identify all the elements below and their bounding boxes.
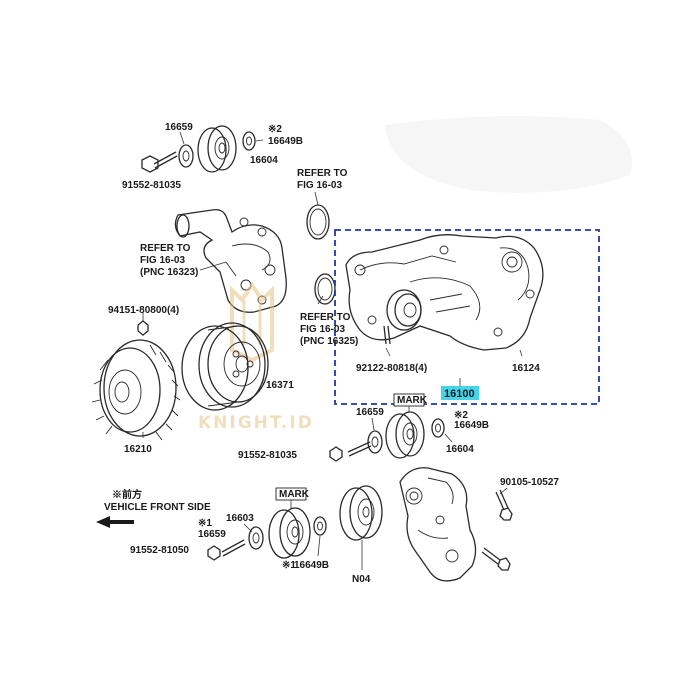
o-ring-lower [314, 273, 336, 305]
water-pump-assembly-box [334, 229, 600, 405]
label-16603: 16603 [226, 513, 254, 524]
label-16604-top: 16604 [250, 155, 278, 166]
vehicle-front-arrow-icon [96, 516, 134, 528]
label-mark-bot: MARK [279, 489, 310, 500]
label-n04: N04 [352, 574, 371, 585]
label-vehicle-front-2: VEHICLE FRONT SIDE [104, 502, 211, 513]
washer-16659-top [178, 144, 194, 168]
label-16659-top: 16659 [165, 122, 193, 133]
background-smudge [385, 116, 632, 193]
label-16124: 16124 [512, 363, 540, 374]
washer-16659-mid [367, 430, 383, 454]
label-16659-bot: 16659 [198, 529, 226, 540]
washer-16659-bot [248, 526, 264, 550]
label-16649b-top: 16649B [268, 136, 303, 147]
label-94151: 94151-80800(4) [108, 305, 179, 316]
label-refer-mid-3: (PNC 16325) [300, 336, 358, 347]
cover-16649b-bot [313, 516, 327, 536]
water-outlet-housing [174, 208, 287, 313]
label-refer-left-3: (PNC 16323) [140, 267, 198, 278]
bolt-90105 [495, 489, 513, 521]
note-mark-1-bot: ※1 [198, 518, 212, 529]
label-90105: 90105-10527 [500, 477, 559, 488]
cover-16649b-mid [431, 418, 445, 438]
label-mark-mid: MARK [397, 395, 428, 406]
note-mark-2-top: ※2 [268, 124, 282, 135]
bolt-94151 [137, 312, 149, 336]
label-16649b-mid: 16649B [454, 420, 489, 431]
fan-clutch-16210 [91, 339, 181, 441]
tensioner-bracket [399, 467, 477, 582]
label-91552-81035-top: 91552-81035 [122, 180, 181, 191]
label-refer-left-1: REFER TO [140, 243, 191, 254]
label-16100: 16100 [444, 388, 475, 400]
fan-pulley-16371 [181, 322, 269, 411]
bolt-91552-81050 [207, 539, 246, 561]
label-refer-top-2: FIG 16-03 [297, 180, 342, 191]
label-vehicle-front-1: ※前方 [112, 488, 142, 501]
note-mark-1-right: ※1 [282, 560, 296, 571]
bolt-91552-81035-mid [329, 441, 372, 462]
label-16371: 16371 [266, 380, 294, 391]
label-16659-mid: 16659 [356, 407, 384, 418]
pulley-16603 [268, 507, 311, 559]
pulley-16604-top [197, 125, 237, 173]
bolt-91552-81035-top [141, 151, 178, 173]
labels: 16659 ※2 16649B 16604 91552-81035 REFER … [104, 122, 559, 585]
watermark-text: KNIGHT.ID [198, 413, 314, 433]
label-refer-mid-2: FIG 16-03 [300, 324, 345, 335]
label-refer-mid-1: REFER TO [300, 312, 351, 323]
label-91552-81050: 91552-81050 [130, 545, 189, 556]
o-ring-upper [306, 204, 330, 240]
note-mark-2-mid: ※2 [454, 410, 468, 421]
label-92122: 92122-80818(4) [356, 363, 427, 374]
label-91552-81035-mid: 91552-81035 [238, 450, 297, 461]
top-idler-assembly [141, 125, 264, 173]
label-refer-top-1: REFER TO [297, 168, 348, 179]
highlight-16100 [441, 386, 479, 400]
pulley-n04 [339, 485, 383, 541]
pulley-16604-mid [385, 411, 425, 459]
bolt-bracket-right [481, 547, 511, 571]
label-16604-mid: 16604 [446, 444, 474, 455]
label-16649b-bot: 16649B [294, 560, 329, 571]
label-16210: 16210 [124, 444, 152, 455]
cover-16649b-top [242, 131, 256, 151]
water-pump-16100 [345, 234, 544, 351]
label-refer-left-2: FIG 16-03 [140, 255, 185, 266]
